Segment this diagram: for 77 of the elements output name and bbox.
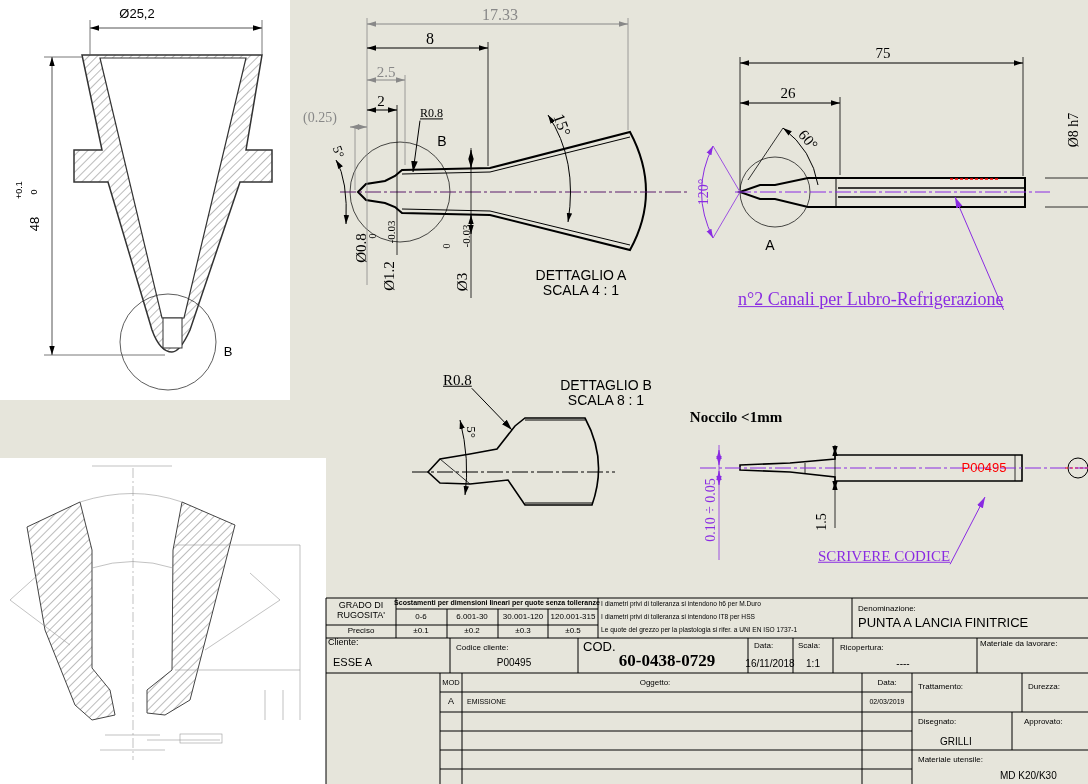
field-label: Approvato:	[1024, 717, 1063, 727]
angle-label: 120°	[696, 178, 712, 206]
note: Noccilo <1mm	[689, 408, 783, 426]
angle-label: 5°	[463, 426, 479, 438]
field-value: GRILLI	[940, 735, 972, 747]
field-value: ESSE A	[333, 655, 373, 669]
angle-label: 60°	[794, 126, 822, 154]
table-cell: ±0.1	[413, 626, 429, 636]
dimension-label: 2.5	[376, 63, 396, 81]
leader-line	[411, 120, 421, 173]
field-label: Denominazione:	[858, 604, 916, 614]
dimension-label: Ø25,2	[119, 6, 155, 22]
field-value: ----	[896, 657, 910, 669]
field-value: 16/11/2018	[745, 657, 795, 669]
tolerance-label: 0	[440, 243, 452, 249]
field-label: Cliente:	[328, 638, 359, 648]
detail-letter: B	[437, 134, 447, 150]
dimension-label: 1.5	[814, 513, 830, 531]
dimension-label: Ø3	[453, 272, 471, 292]
dimension-label: Ø0.8	[352, 233, 369, 263]
table-header: Oggetto:	[639, 678, 671, 688]
table-cell: ±0.3	[515, 626, 531, 636]
tip-detail-drawing	[427, 417, 600, 506]
dimension-label: 26	[780, 84, 796, 102]
dimension-label: 17.33	[482, 6, 518, 24]
detail-letter: B	[223, 344, 233, 360]
radius-label: R0.8	[443, 371, 472, 389]
tolerance-label: 0	[30, 189, 40, 195]
dimension-label: Ø1.2	[380, 261, 398, 291]
leader-line	[471, 387, 513, 431]
callout-text: SCRIVERE CODICE	[818, 547, 951, 565]
field-label: Materiale utensile:	[918, 755, 983, 765]
leader-line	[954, 196, 1005, 311]
tolerance-label: -0.03	[459, 224, 473, 248]
field-label: Trattamento:	[918, 682, 964, 692]
table-cell: Preciso	[347, 626, 375, 636]
field-label: Durezza:	[1028, 682, 1060, 692]
field-label: Disegnato:	[918, 717, 957, 727]
table-cell: ±0.2	[464, 626, 480, 636]
tool-side-view-drawing	[739, 454, 1088, 482]
field-value: P00495	[496, 656, 532, 668]
field-label: COD.	[583, 639, 616, 655]
table-cell: A	[448, 697, 454, 707]
field-value: MD K20/K30	[1000, 769, 1057, 781]
table-cell: 0-6	[415, 612, 427, 622]
dimension-label: 2	[377, 92, 385, 110]
angle-label: 5°	[329, 144, 347, 160]
angle-label: 15°	[549, 111, 575, 139]
table-cell: 6.001-30	[456, 612, 488, 622]
detail-caption: DETTAGLIO A SCALA 4 : 1	[534, 267, 628, 299]
field-label: Scala:	[798, 641, 821, 651]
table-header: GRADO DI RUGOSITA'	[335, 601, 387, 621]
field-label: Materiale da lavorare:	[980, 639, 1058, 649]
dimension-label: Ø8 h7	[1066, 112, 1082, 148]
dimension-label: 8	[426, 30, 434, 48]
tolerance-label: +0.1	[15, 181, 25, 199]
radius-label: R0.8	[420, 107, 443, 121]
dimension-label: 75	[875, 44, 891, 62]
callout-text: n°2 Canali per Lubro-Refrigerazione	[738, 290, 1004, 310]
field-label: Ricopertura:	[840, 643, 884, 653]
detail-letter: A	[765, 238, 775, 254]
dimension-label: 0.10 ÷ 0.05	[703, 478, 719, 542]
detail-caption: DETTAGLIO B SCALA 8 : 1	[559, 377, 653, 409]
field-label: Codice cliente:	[456, 643, 509, 653]
field-value: 1:1	[806, 657, 820, 669]
leader-line	[949, 496, 986, 565]
dimension-label: 48	[27, 216, 43, 232]
table-cell: 30.001-120	[502, 612, 544, 622]
tolerance-label: -0.03	[384, 220, 398, 244]
tolerance-label: 0	[366, 233, 378, 239]
table-header: Data:	[877, 678, 897, 688]
part-code: P00495	[961, 460, 1007, 476]
field-value: PUNTA A LANCIA FINITRICE	[858, 615, 1029, 631]
drawing-code: 60-0438-0729	[618, 651, 716, 671]
table-cell: ±0.5	[565, 626, 581, 636]
table-cell: 120.001-315	[550, 612, 596, 622]
field-label: Data:	[754, 641, 774, 651]
